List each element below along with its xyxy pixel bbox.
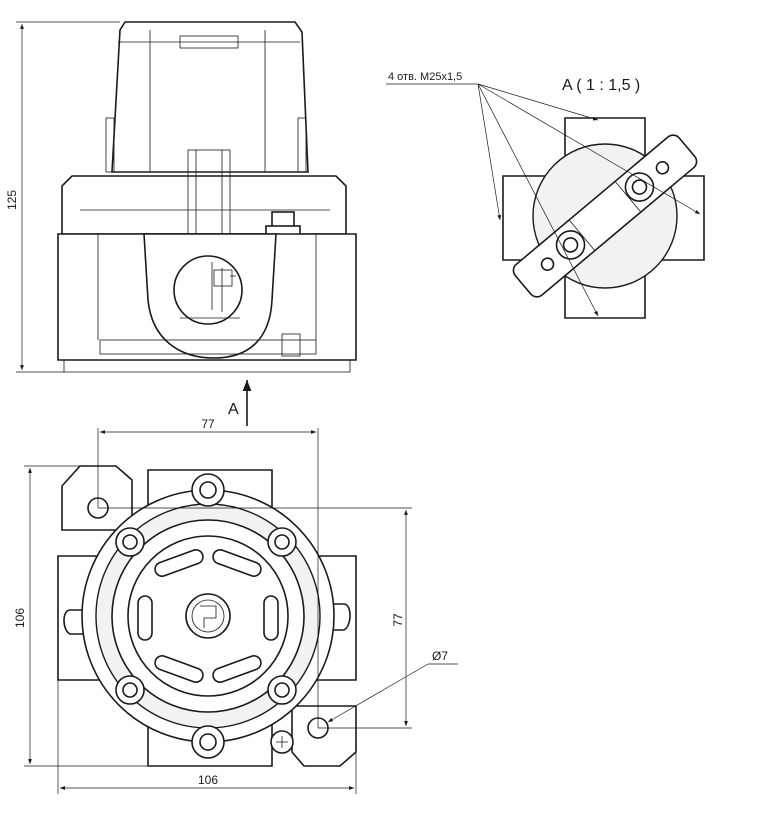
dimension-hole-spacing: 77 (98, 507, 412, 729)
bolt-br (267, 675, 297, 705)
bolt-top (191, 473, 225, 507)
dimension-width-top: 77 (97, 417, 319, 728)
thread-note: 4 отв. M25x1,5 (388, 71, 462, 83)
front-view (57, 21, 357, 373)
detail-view-title: A ( 1 : 1,5 ) (562, 77, 640, 94)
view-arrow-label: A (228, 401, 239, 418)
dimension-height-plan: 106 (13, 465, 148, 767)
dimension-label-125: 125 (5, 190, 19, 210)
bolt-bottom (191, 725, 225, 759)
dimension-label-77-top: 77 (201, 417, 215, 431)
bolt-tr (267, 527, 297, 557)
dimension-label-106-left: 106 (13, 608, 27, 628)
dimension-label-diameter: Ø7 (432, 649, 448, 663)
dimension-label-106-bottom: 106 (198, 773, 218, 787)
dimension-height-front: 125 (5, 21, 120, 373)
view-arrow: A (228, 380, 252, 426)
bolt-tl (115, 527, 145, 557)
plan-view (57, 465, 357, 767)
detail-view-a: A ( 1 : 1,5 ) 4 отв. M25x1,5 (386, 71, 705, 319)
bolt-bl (115, 675, 145, 705)
dimension-label-77-right: 77 (391, 613, 405, 627)
dimension-hole-diameter: Ø7 (327, 649, 458, 723)
dimension-width-plan: 106 (57, 680, 357, 794)
